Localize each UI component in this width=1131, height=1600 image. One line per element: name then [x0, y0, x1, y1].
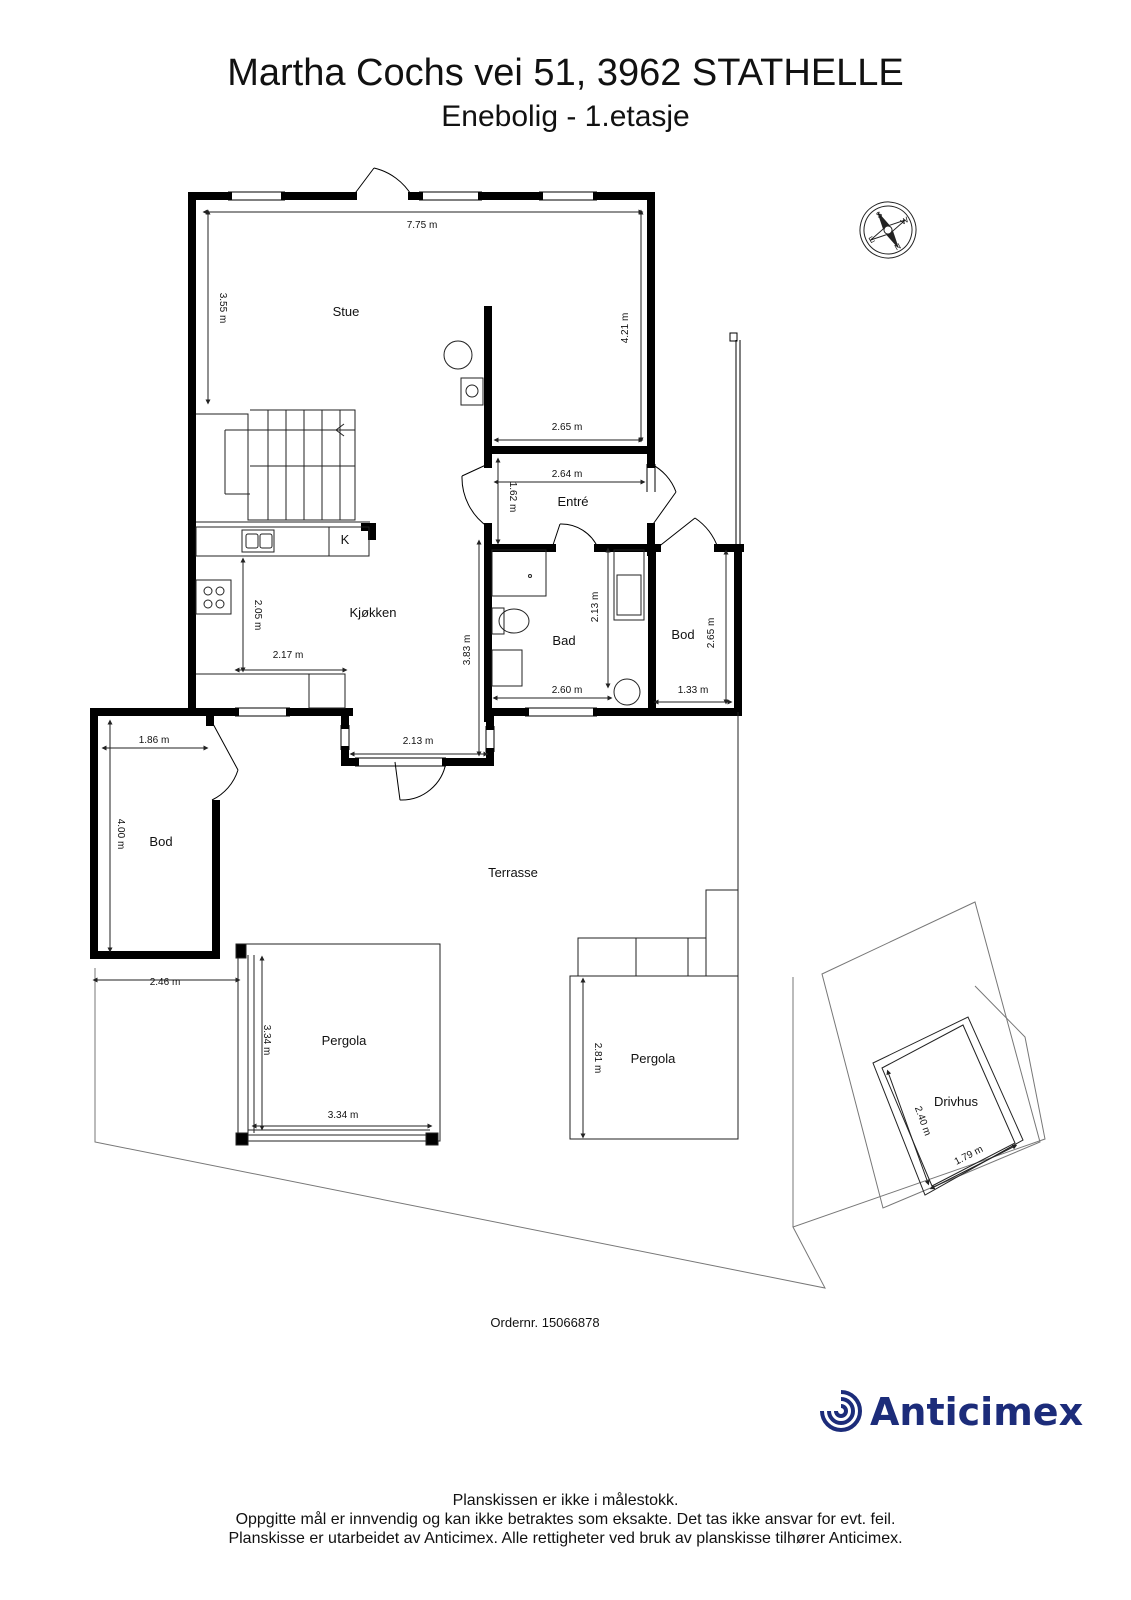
bod-left-walls	[90, 708, 220, 959]
room-pergola-right: Pergola	[631, 1051, 677, 1066]
dim-drivhus-height: 2.40 m	[912, 1105, 933, 1137]
footer-line-3: Planskisse er utarbeidet av Anticimex. A…	[228, 1530, 903, 1547]
footer-line-2: Oppgitte mål er innvendig og kan ikke be…	[235, 1511, 896, 1528]
dim-bod-left-width: 1.86 m	[139, 735, 170, 746]
plot-outline	[94, 901, 1046, 1289]
footer-line-1: Planskissen er ikke i målestokk.	[452, 1492, 679, 1509]
exterior-walls	[188, 192, 744, 766]
room-kjokken: Kjøkken	[350, 605, 397, 620]
room-bad: Bad	[552, 633, 575, 648]
dim-entre-height: 1.62 m	[507, 482, 518, 513]
room-bod-small: Bod	[671, 627, 694, 642]
kitchen-fixtures	[195, 521, 370, 709]
pergola-right	[569, 975, 739, 1140]
dim-terrasse-width: 2.46 m	[150, 977, 181, 988]
brand-name: Anticimex	[870, 1390, 1084, 1434]
dim-bod-left-height: 4.00 m	[115, 819, 126, 850]
address-title: Martha Cochs vei 51, 3962 STATHELLE	[227, 52, 904, 94]
stairs	[196, 409, 356, 521]
dim-stue-right-height: 4.21 m	[620, 313, 631, 344]
room-drivhus: Drivhus	[934, 1094, 979, 1109]
dim-stue-right-width: 2.65 m	[552, 422, 583, 433]
room-bod-left: Bod	[149, 834, 172, 849]
compass-w: W	[899, 215, 910, 227]
dim-kjokken-width: 2.17 m	[273, 650, 304, 661]
room-terrasse: Terrasse	[488, 865, 538, 880]
anticimex-swirl-icon	[820, 1390, 862, 1432]
dimension-lines	[92, 209, 1018, 1190]
doors	[211, 167, 719, 801]
room-stue: Stue	[333, 304, 360, 319]
compass-n: N	[893, 241, 903, 252]
order-number: Ordernr. 15066878	[490, 1315, 600, 1330]
compass-s: S	[875, 210, 884, 220]
dim-bad-height: 2.13 m	[590, 592, 601, 623]
kitchen-k-label: K	[341, 532, 350, 547]
dim-bod-height: 2.65 m	[706, 618, 717, 649]
dimension-labels: 7.75 m 3.55 m 4.21 m 2.65 m 2.64 m 1.62 …	[115, 220, 985, 1168]
bath-fixtures	[491, 549, 645, 706]
fireplace	[443, 340, 484, 406]
dim-kjokken-height: 2.05 m	[252, 600, 263, 631]
dim-pergola-right-height: 2.81 m	[592, 1043, 603, 1074]
pergola-left	[235, 943, 441, 1146]
dim-kjokken-full-height: 3.83 m	[462, 635, 473, 666]
room-labels: Stue Entré Kjøkken Bad Bod Bod Terrasse …	[149, 304, 978, 1109]
windows	[228, 191, 741, 767]
room-entre: Entré	[557, 494, 588, 509]
dim-entre-width: 2.64 m	[552, 469, 583, 480]
compass-icon: N S E W	[859, 201, 917, 259]
compass-e: E	[867, 235, 876, 245]
dim-stue-width: 7.75 m	[407, 220, 438, 231]
dim-bad-width: 2.60 m	[552, 685, 583, 696]
floor-subtitle: Enebolig - 1.etasje	[441, 100, 690, 133]
room-pergola-left: Pergola	[322, 1033, 368, 1048]
dim-pergola-left-width: 3.34 m	[328, 1110, 359, 1121]
terrace-steps	[577, 712, 739, 976]
anticimex-logo: Anticimex	[816, 1388, 1083, 1438]
dim-bod-width: 1.33 m	[678, 685, 709, 696]
dim-pergola-left-height: 3.34 m	[261, 1025, 272, 1056]
dim-door-width: 2.13 m	[403, 736, 434, 747]
dim-stue-height: 3.55 m	[217, 293, 228, 324]
